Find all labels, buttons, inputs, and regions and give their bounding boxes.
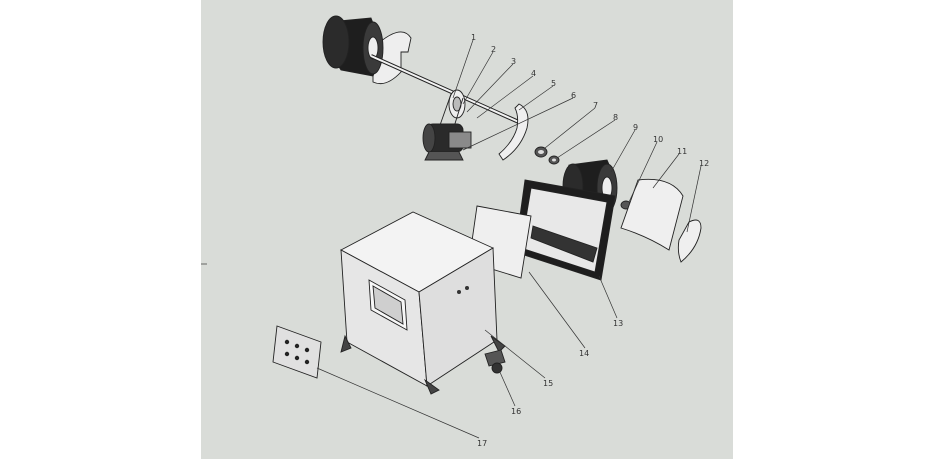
curved-shield: [498, 103, 529, 161]
bearing-7: [534, 146, 548, 158]
end-plate: [677, 219, 702, 263]
callout-labels: 1 2 3 4 5 6 7 8 9 10 11 12 13 14 15 16 1…: [471, 33, 709, 448]
callout-2: 2: [491, 45, 496, 54]
callout-10: 10: [653, 135, 663, 144]
callout-8: 8: [613, 113, 618, 122]
callout-9: 9: [633, 123, 638, 132]
callout-16: 16: [511, 407, 521, 416]
curved-guard: [620, 178, 684, 251]
callout-15: 15: [543, 379, 553, 388]
callout-3: 3: [511, 57, 516, 66]
bearing-8: [548, 155, 560, 165]
caster-wheel: [484, 349, 506, 374]
cabinet: [340, 211, 506, 395]
callout-5: 5: [551, 79, 556, 88]
front-frame: [514, 179, 616, 281]
callout-4: 4: [531, 69, 536, 78]
control-panel: [272, 325, 322, 379]
drawing-canvas: 1 2 3 4 5 6 7 8 9 10 11 12 13 14 15 16 1…: [201, 15, 709, 448]
callout-7: 7: [593, 101, 598, 110]
callout-17: 17: [477, 439, 487, 448]
callout-13: 13: [613, 319, 623, 328]
callout-1: 1: [471, 33, 476, 42]
top-brush-roller: [322, 15, 522, 125]
leader-lines: [316, 39, 702, 439]
callout-12: 12: [699, 159, 709, 168]
exploded-view-drawing: 1 2 3 4 5 6 7 8 9 10 11 12 13 14 15 16 1…: [201, 0, 733, 459]
callout-11: 11: [677, 147, 687, 156]
callout-14: 14: [579, 349, 589, 358]
callout-6: 6: [571, 91, 576, 100]
